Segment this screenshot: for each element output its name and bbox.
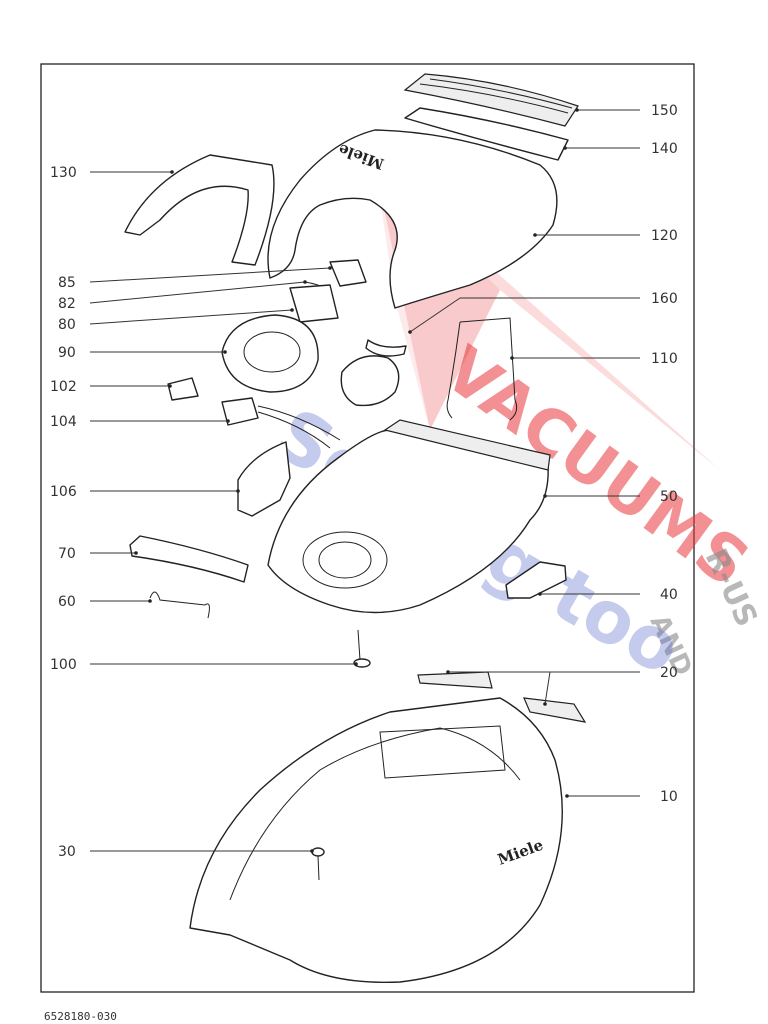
part-60-spring (149, 591, 210, 619)
callout-label: 160 (651, 291, 678, 307)
part-100-screw (353, 629, 371, 668)
callout-20: 20 (446, 665, 678, 706)
callout-80: 80 (58, 308, 294, 333)
callout-120: 120 (533, 228, 678, 244)
callout-60: 60 (58, 594, 152, 610)
part-160-flap (340, 339, 407, 407)
callout-label: 10 (660, 789, 678, 805)
callout-90: 90 (58, 345, 227, 361)
part-102 (167, 377, 199, 401)
callout-label: 80 (58, 317, 76, 333)
callout-label: 82 (58, 296, 76, 312)
callout-30: 30 (58, 844, 314, 860)
callout-label: 102 (50, 379, 77, 395)
callout-140: 140 (563, 141, 678, 157)
callout-label: 30 (58, 844, 76, 860)
part-110-bail (446, 317, 518, 421)
callout-50: 50 (543, 489, 678, 505)
callout-100: 100 (50, 657, 358, 673)
callout-130: 130 (50, 165, 174, 181)
part-90-ring (221, 314, 319, 393)
callout-102: 102 (50, 379, 172, 395)
callout-160: 160 (408, 291, 678, 334)
callout-106: 106 (50, 484, 240, 500)
part-130-handle (124, 154, 275, 266)
callout-label: 50 (660, 489, 678, 505)
callout-70: 70 (58, 546, 138, 562)
callout-label: 90 (58, 345, 76, 361)
callout-85: 85 (58, 266, 332, 291)
part-20-slide-b (523, 697, 587, 723)
callouts: 150 140 130 120 85 82 80 160 90 110 102 … (50, 103, 678, 860)
part-30-screw (311, 847, 325, 881)
part-140-filter (404, 107, 569, 161)
callout-40: 40 (538, 587, 678, 603)
part-85 (329, 259, 367, 287)
part-150-grille (403, 73, 579, 127)
part-106 (237, 441, 291, 517)
part-104-clip (221, 397, 341, 449)
callout-label: 85 (58, 275, 76, 291)
callout-104: 104 (50, 414, 230, 430)
part-80-switch (289, 284, 339, 323)
callout-label: 104 (50, 414, 77, 430)
diagram-frame (40, 63, 695, 993)
part-20-slide-a (417, 671, 493, 689)
callout-label: 60 (58, 594, 76, 610)
part-50-chassis (267, 419, 551, 614)
callout-label: 20 (660, 665, 678, 681)
part-10-housing: Miele (189, 697, 563, 984)
part-40-catch (505, 561, 567, 599)
callout-label: 110 (651, 351, 678, 367)
callout-label: 130 (50, 165, 77, 181)
part-70-strip (129, 535, 249, 583)
callout-label: 120 (651, 228, 678, 244)
callout-150: 150 (575, 103, 678, 119)
part-120-cover: Miele (267, 129, 558, 309)
callout-label: 140 (651, 141, 678, 157)
callout-label: 40 (660, 587, 678, 603)
callout-label: 100 (50, 657, 77, 673)
callout-82: 82 (58, 280, 307, 312)
callout-label: 106 (50, 484, 77, 500)
callout-label: 70 (58, 546, 76, 562)
callout-10: 10 (565, 789, 678, 805)
callout-label: 150 (651, 103, 678, 119)
callout-110: 110 (510, 351, 678, 367)
drawing-number: 6528180-030 (44, 1010, 117, 1023)
